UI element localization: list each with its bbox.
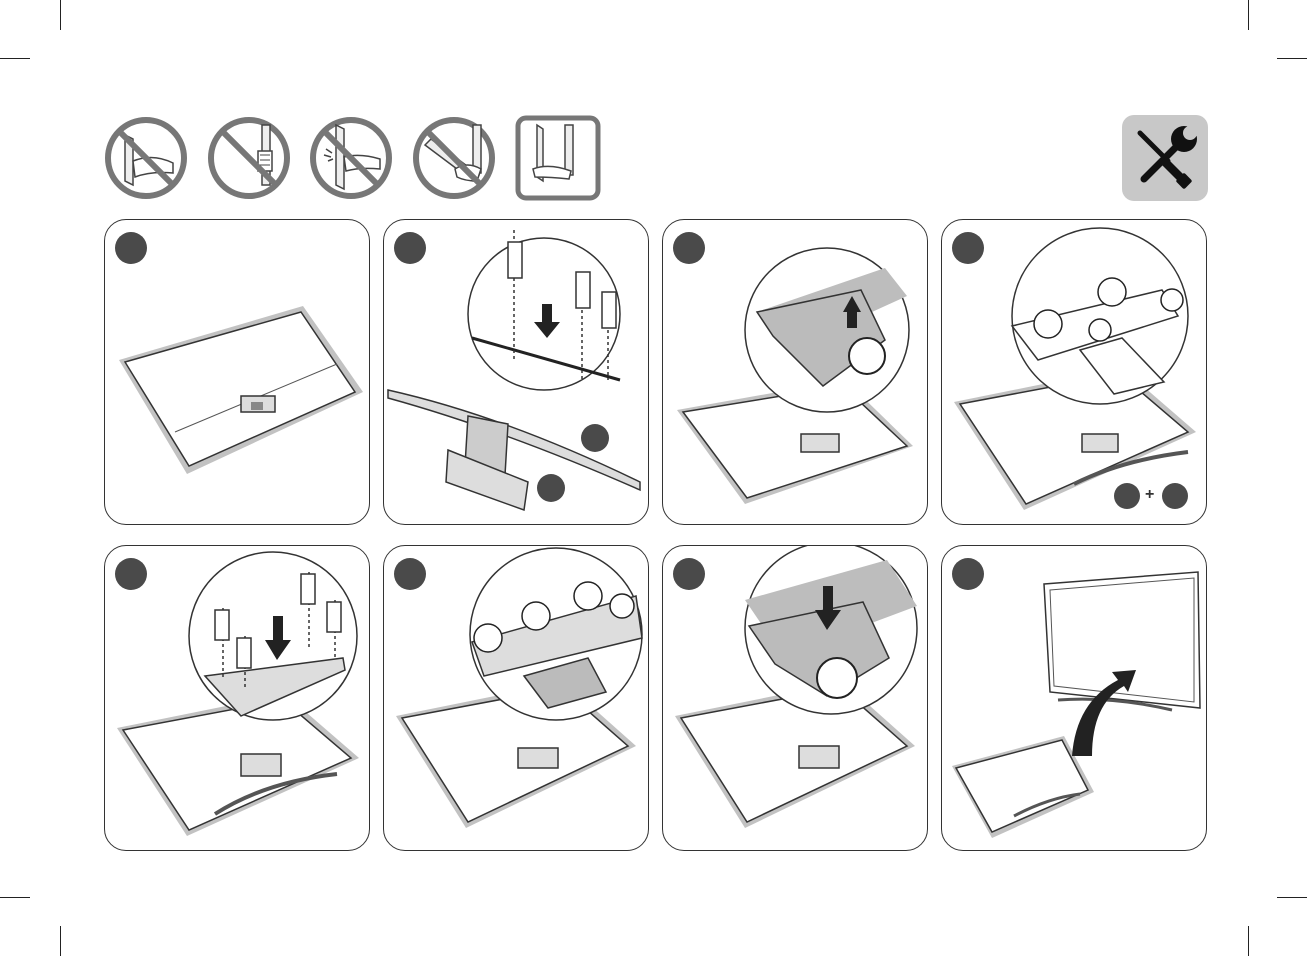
step-panel-8 <box>941 545 1207 851</box>
step-number-badge <box>952 232 984 264</box>
crop-mark <box>0 897 30 898</box>
plus-sign: + <box>1145 486 1154 504</box>
crop-mark <box>60 926 61 956</box>
step-number-badge <box>115 558 147 590</box>
step-number-badge <box>394 232 426 264</box>
crop-mark <box>1277 58 1307 59</box>
step-panel-5 <box>104 545 370 851</box>
crop-mark <box>60 0 61 30</box>
no-lift-by-edge-icon <box>103 115 189 201</box>
no-hold-bottom-icon <box>411 115 497 201</box>
step-number-badge <box>394 558 426 590</box>
step-number-badge <box>673 558 705 590</box>
crop-mark <box>1248 926 1249 956</box>
step-panel-6 <box>383 545 649 851</box>
step-panel-7 <box>662 545 928 851</box>
step-number-badge <box>115 232 147 264</box>
crop-mark <box>0 58 30 59</box>
step-number-badge <box>952 558 984 590</box>
step-panel-2 <box>383 219 649 525</box>
screwdriver-wrench-icon <box>1122 115 1208 201</box>
step-number-badge <box>673 232 705 264</box>
no-press-screen-icon <box>308 115 394 201</box>
step-panel-1 <box>104 219 370 525</box>
step-panel-4: + <box>941 219 1207 525</box>
crop-mark <box>1277 897 1307 898</box>
crop-mark <box>1248 0 1249 30</box>
correct-lift-icon <box>515 115 601 201</box>
step-panel-3 <box>662 219 928 525</box>
no-grip-screen-icon <box>206 115 292 201</box>
